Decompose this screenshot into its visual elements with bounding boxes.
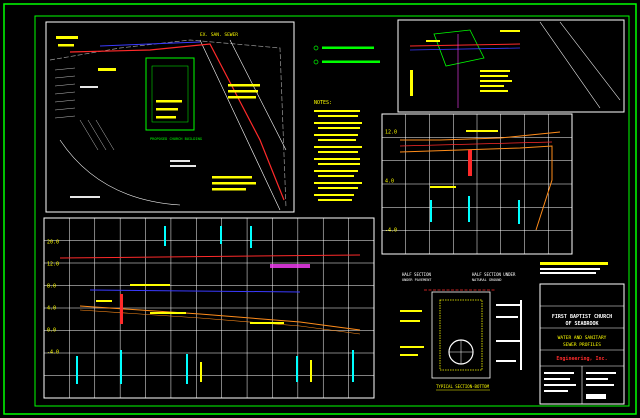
profile-right-manhole bbox=[468, 150, 472, 176]
title-block[interactable]: FIRST BAPTIST CHURCH OF SEABROOK WATER A… bbox=[539, 283, 625, 405]
legend-keys bbox=[313, 45, 380, 65]
y-tick-label: 20.0 bbox=[47, 240, 59, 246]
half-section-left-sub: UNDER PAVEMENT bbox=[402, 278, 432, 282]
drawing-title-line1: WATER AND SANITARY bbox=[558, 335, 607, 341]
site-labels-white bbox=[70, 86, 196, 198]
detail-sewer[interactable] bbox=[409, 43, 521, 47]
inner-border bbox=[34, 15, 630, 407]
profile-right-station-labels bbox=[430, 196, 520, 224]
project-title-line2: OF SEABROOK bbox=[565, 321, 598, 327]
outer-border bbox=[3, 3, 637, 415]
title-block-fields bbox=[544, 372, 616, 399]
profile-left-sewer[interactable] bbox=[79, 305, 361, 331]
building-label: PROPOSED CHURCH BUILDING bbox=[150, 137, 202, 141]
road-edge-2 bbox=[229, 39, 287, 151]
drawing-title-line2: SEWER PROFILES bbox=[563, 342, 601, 348]
sanitary-sewer-line[interactable] bbox=[69, 43, 285, 201]
property-line bbox=[49, 39, 287, 209]
profile-right-y-ticks: 12.0 4.0 -4.0 bbox=[385, 130, 397, 234]
notes-heading: NOTES: bbox=[314, 100, 332, 106]
utility-label: EX. SAN. SEWER bbox=[200, 32, 238, 38]
section-callouts-left bbox=[400, 310, 424, 356]
profile-left-viewport[interactable]: 20.0 12.0 8.0 4.0 0.0 -4.0 bbox=[43, 217, 375, 399]
profile-left-y-ticks: 20.0 12.0 8.0 4.0 0.0 -4.0 bbox=[47, 240, 59, 356]
half-section-right-sub: NATURAL GROUND bbox=[472, 278, 502, 282]
profile-left-ground-red bbox=[59, 254, 361, 259]
church-building-outline[interactable] bbox=[145, 57, 195, 131]
section-callouts-right bbox=[496, 300, 522, 370]
backfill-hatch bbox=[439, 299, 483, 371]
profile-right-pipe[interactable] bbox=[399, 145, 553, 231]
y-tick-label: -4.0 bbox=[47, 350, 59, 356]
notes-text-block bbox=[314, 110, 362, 201]
parking-stalls bbox=[54, 67, 115, 151]
firm-name: Engineering, Inc. bbox=[556, 356, 607, 362]
y-tick-label: -4.0 bbox=[385, 228, 397, 234]
detail-water[interactable] bbox=[409, 47, 521, 51]
half-section-left: HALF SECTION bbox=[402, 272, 431, 277]
profile-left-manhole bbox=[120, 294, 123, 324]
detail-callouts bbox=[410, 30, 520, 96]
typical-section-detail[interactable]: HALF SECTION UNDER PAVEMENT HALF SECTION… bbox=[400, 272, 522, 391]
project-title-line1: FIRST BAPTIST CHURCH bbox=[552, 314, 612, 320]
detail-building bbox=[433, 29, 485, 67]
profile-right-viewport[interactable]: 12.0 4.0 -4.0 bbox=[381, 113, 573, 255]
half-section-right: HALF SECTION UNDER bbox=[472, 272, 516, 277]
profile-left-grid bbox=[44, 218, 374, 398]
profile-left-station-labels bbox=[76, 226, 354, 384]
y-tick-label: 12.0 bbox=[385, 130, 397, 136]
profile-right-ground bbox=[400, 131, 561, 141]
site-callouts bbox=[56, 36, 260, 191]
y-tick-label: 8.0 bbox=[47, 284, 56, 290]
y-tick-label: 4.0 bbox=[385, 179, 394, 185]
site-plan-viewport[interactable]: EX. SAN. SEWER PROPOSED CHURCH BUILDING bbox=[45, 21, 295, 213]
water-line[interactable] bbox=[99, 41, 201, 47]
profile-right-grid bbox=[382, 114, 572, 254]
y-tick-label: 4.0 bbox=[47, 306, 56, 312]
y-tick-label: 0.0 bbox=[47, 328, 56, 334]
profile-left-callouts bbox=[96, 284, 312, 382]
revision-block bbox=[540, 262, 608, 274]
road-edge bbox=[199, 39, 281, 211]
drive-curve bbox=[59, 139, 181, 206]
trench-outline bbox=[431, 291, 491, 379]
detail-plan-viewport[interactable] bbox=[397, 19, 625, 113]
detail-road bbox=[539, 21, 601, 109]
profile-left-water-blue[interactable] bbox=[89, 289, 301, 293]
y-tick-label: 12.0 bbox=[47, 262, 59, 268]
building-inner bbox=[151, 65, 189, 123]
section-caption: TYPICAL SECTION-BOTTOM bbox=[436, 384, 490, 389]
